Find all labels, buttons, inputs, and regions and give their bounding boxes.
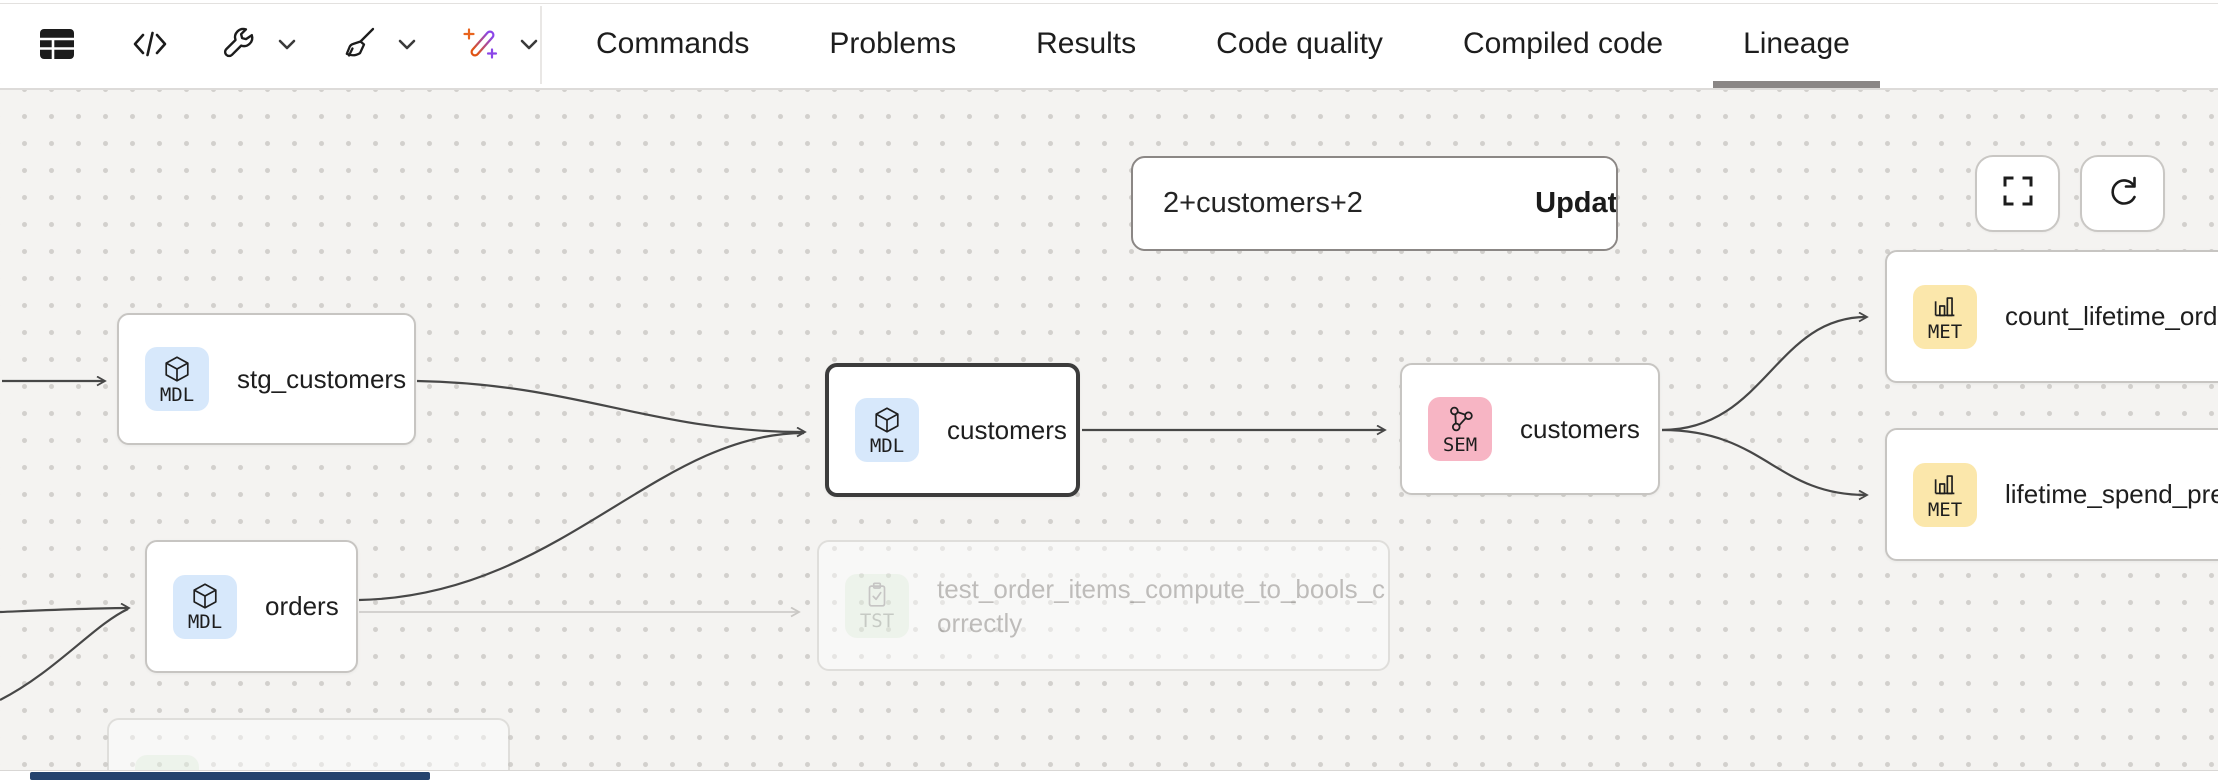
fullscreen-button[interactable] <box>1975 155 2060 232</box>
update-graph-button[interactable]: Update Graph <box>1535 158 1616 249</box>
table-icon[interactable] <box>38 26 76 62</box>
tab-lineage[interactable]: Lineage <box>1707 0 1886 88</box>
tab-commands[interactable]: Commands <box>596 27 750 60</box>
edge-orders-to-customers <box>358 431 805 602</box>
node-partial-test[interactable] <box>107 718 510 770</box>
code-icon[interactable] <box>130 26 170 62</box>
tab-compiled-code[interactable]: Compiled code <box>1462 27 1664 60</box>
header-divider <box>540 6 542 84</box>
metric-badge: MET <box>1913 462 1977 527</box>
horizontal-scrollbar-thumb[interactable] <box>30 772 430 780</box>
model-badge: MDL <box>145 347 209 411</box>
test-badge: TST <box>845 573 909 638</box>
tab-results[interactable]: Results <box>1036 27 1137 60</box>
badge-kind-label: TST <box>859 610 895 632</box>
node-label: orders <box>265 591 339 621</box>
panel-top-border <box>0 3 2218 4</box>
edge-bottomleft-to-orders <box>0 607 129 701</box>
badge-kind-label: MET <box>1927 499 1963 521</box>
node-lifetime-spend-pretax[interactable]: MET lifetime_spend_preta <box>1885 428 2218 561</box>
model-badge: MDL <box>855 398 919 462</box>
wrench-icon[interactable] <box>220 25 258 63</box>
panel-tabs: Commands Problems Results Code quality C… <box>560 0 1886 88</box>
badge-kind-label: MDL <box>159 383 195 406</box>
node-label: customers <box>1520 413 1640 444</box>
edge-stg-customers-to-customers <box>416 379 804 432</box>
node-test-order-items[interactable]: TST test_order_items_compute_to_bools_co… <box>817 540 1390 671</box>
node-customers-semantic[interactable]: SEM customers <box>1400 363 1660 495</box>
badge-kind-label: SEM <box>1442 433 1478 456</box>
badge-kind-label: MET <box>1927 321 1963 343</box>
wrench-dropdown-chevron-icon[interactable] <box>276 37 298 52</box>
edge-left-to-orders <box>0 608 128 612</box>
badge-kind-label: MDL <box>869 434 905 457</box>
node-customers-model[interactable]: MDL customers <box>825 363 1080 497</box>
broom-icon[interactable] <box>340 25 378 63</box>
lineage-selector-group: Update Graph <box>1131 156 1618 251</box>
node-label: count_lifetime_order <box>2005 301 2218 331</box>
refresh-icon <box>2104 172 2142 215</box>
edge-customers-sem-to-lifetime-spend <box>1661 428 1866 495</box>
edge-customers-sem-to-count-lifetime <box>1661 317 1866 432</box>
node-label: lifetime_spend_preta <box>2005 479 2218 509</box>
bottom-strip <box>0 770 2218 780</box>
magic-wand-dropdown-chevron-icon[interactable] <box>518 37 540 52</box>
node-label: customers <box>947 414 1067 445</box>
tab-code-quality[interactable]: Code quality <box>1216 27 1383 60</box>
badge-kind-label: MDL <box>187 611 223 633</box>
semantic-badge: SEM <box>1428 397 1492 461</box>
toolbar-icon-row <box>38 0 540 88</box>
node-label: test_order_items_compute_to_bools_correc… <box>937 573 1386 638</box>
node-count-lifetime-orders[interactable]: MET count_lifetime_order <box>1885 250 2218 383</box>
tab-problems[interactable]: Problems <box>829 27 957 60</box>
node-label: stg_customers <box>237 363 407 394</box>
model-badge: MDL <box>173 574 237 639</box>
metric-badge: MET <box>1913 284 1977 349</box>
lineage-canvas[interactable]: Update Graph <box>0 90 2218 770</box>
test-badge <box>135 755 199 770</box>
magic-wand-icon[interactable] <box>462 25 500 63</box>
panel-header: Commands Problems Results Code quality C… <box>0 0 2218 90</box>
fullscreen-icon <box>1999 172 2037 215</box>
model-selector-input[interactable] <box>1133 158 1540 249</box>
node-stg-customers[interactable]: MDL stg_customers <box>117 313 416 445</box>
refresh-button[interactable] <box>2080 155 2165 232</box>
broom-dropdown-chevron-icon[interactable] <box>396 37 418 52</box>
node-orders[interactable]: MDL orders <box>145 540 358 673</box>
